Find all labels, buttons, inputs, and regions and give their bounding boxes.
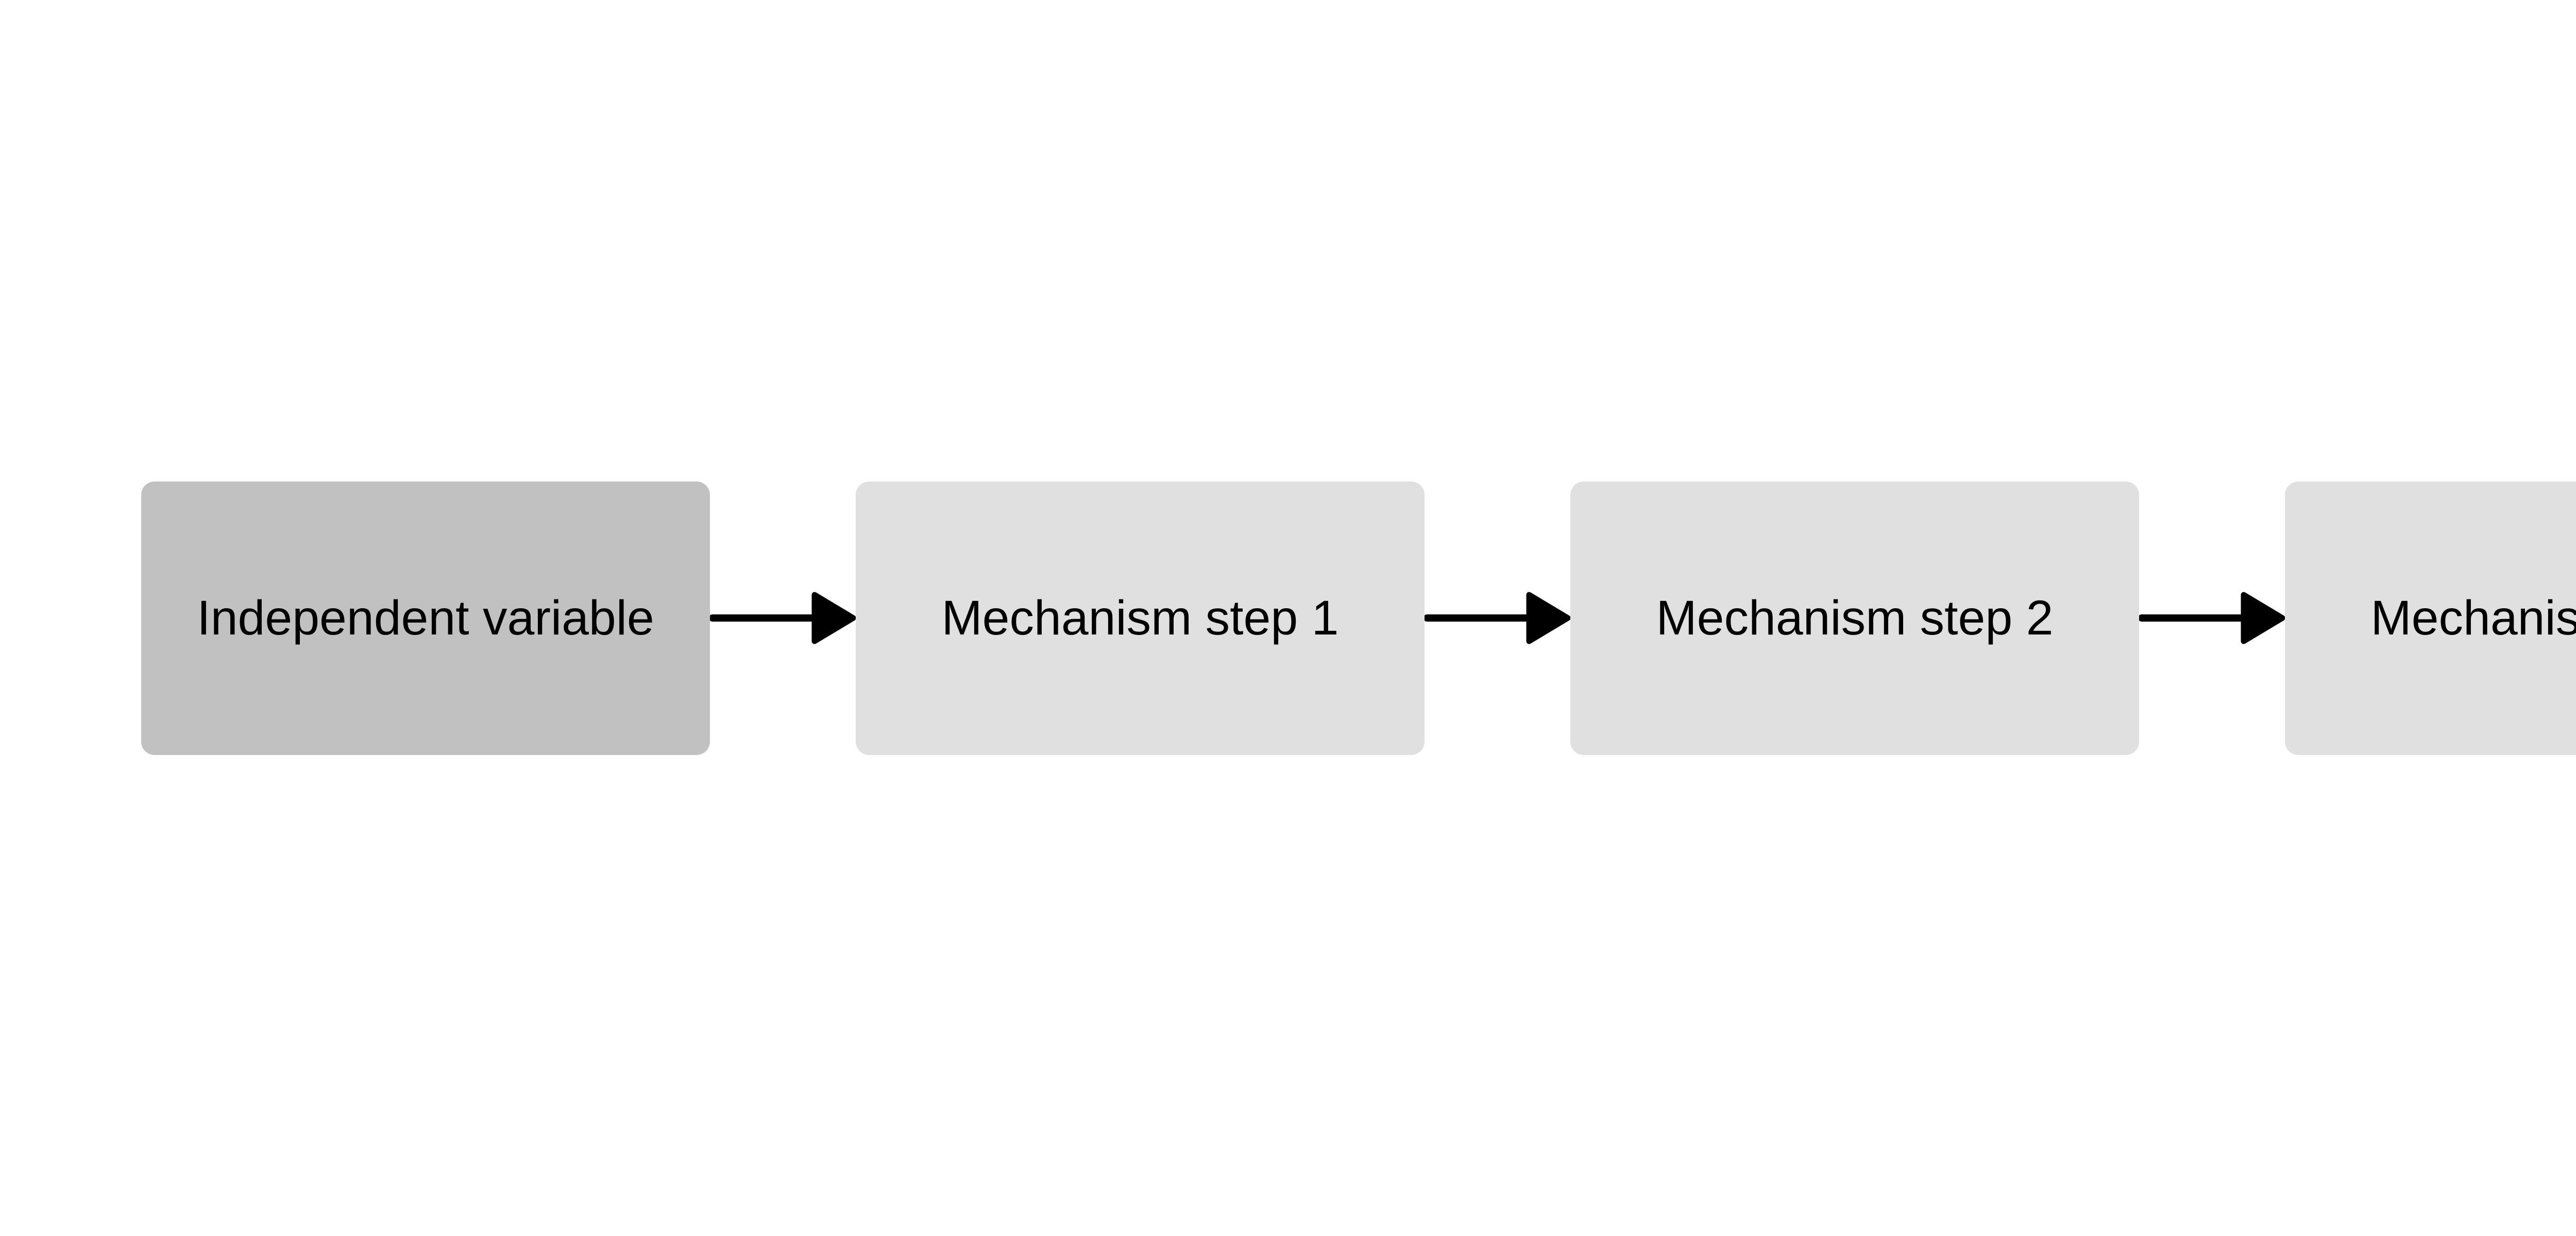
node-mechanism-step-1: Mechanism step 1 — [856, 481, 1425, 755]
node-label-mechanism-step-3: Mechanism step 3 — [2370, 591, 2576, 645]
flow-arrow-icon — [2139, 592, 2285, 644]
node-mechanism-step-3: Mechanism step 3 — [2285, 481, 2576, 755]
node-label-independent-variable: Independent variable — [197, 591, 654, 645]
node-label-mechanism-step-2: Mechanism step 2 — [1656, 591, 2054, 645]
node-label-mechanism-step-1: Mechanism step 1 — [941, 591, 1339, 645]
flow-arrow-icon — [710, 592, 856, 644]
node-mechanism-step-2: Mechanism step 2 — [1570, 481, 2139, 755]
node-independent-variable: Independent variable — [141, 481, 710, 755]
flow-arrow-icon — [1425, 592, 1570, 644]
